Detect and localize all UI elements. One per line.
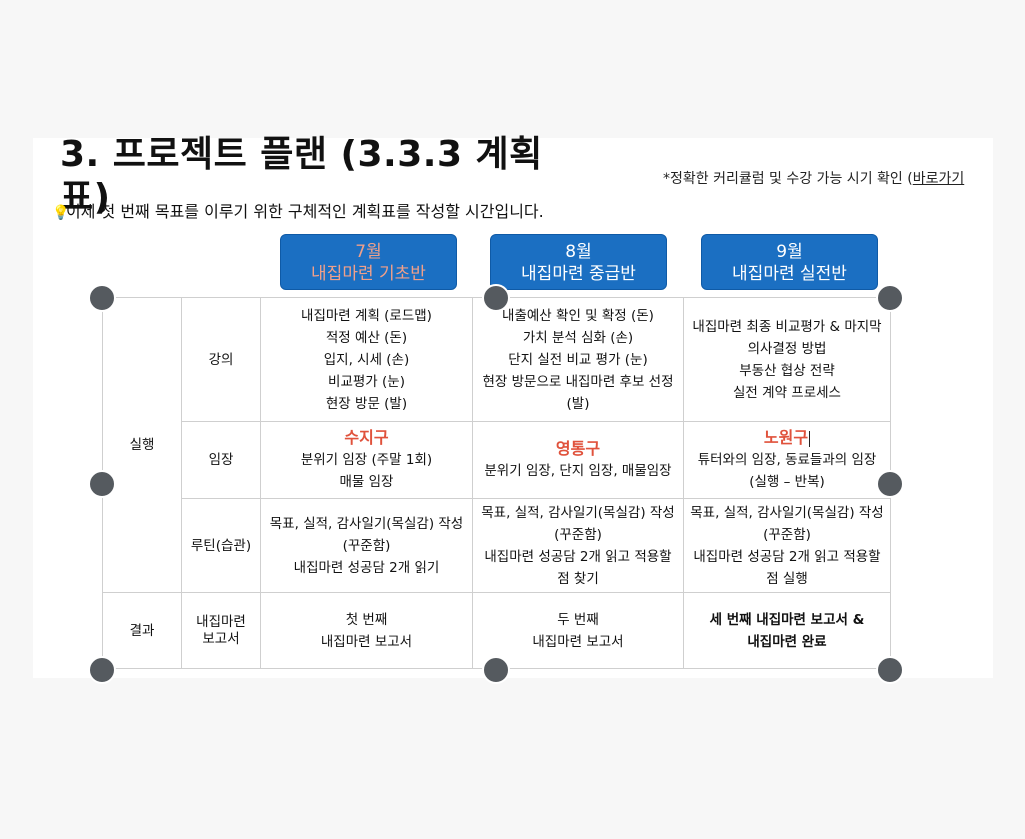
table-row: 실행 강의 내집마련 계획 (로드맵) 적정 예산 (돈) 입지, 시세 (손)… <box>102 297 891 593</box>
cell-line: 내출예산 확인 및 확정 (돈) <box>502 307 654 324</box>
cell-line: 목표, 실적, 감사일기(목실감) 작성 (꾸준함) <box>481 504 675 543</box>
shortcut-link[interactable]: 바로가기 <box>912 171 965 187</box>
table-row: 임장 수지구 분위기 임장 (주말 1회) 매물 임장 영통구 분위기 임장, … <box>103 421 891 499</box>
cell-line: 내집마련 계획 (로드맵) <box>301 307 432 324</box>
site-cell-september: 노원구 튜터와의 임장, 동료들과의 임장 (실행 – 반복) <box>683 421 891 499</box>
report-cell-september: 세 번째 내집마련 보고서 & 내집마련 완료 <box>683 592 891 669</box>
phase-name: 내집마련 실전반 <box>732 264 847 284</box>
site-cell-july: 수지구 분위기 임장 (주말 1회) 매물 임장 <box>260 421 473 499</box>
cell-line: 내집마련 최종 비교평가 & 마지막 의사결정 방법 <box>692 318 882 357</box>
region-label-with-cursor[interactable]: 노원구 <box>688 427 886 449</box>
resize-handle-bottom-left[interactable] <box>88 656 116 684</box>
routine-cell-july: 목표, 실적, 감사일기(목실감) 작성 (꾸준함) 내집마련 성공담 2개 읽… <box>260 498 473 593</box>
cell-line: 매물 임장 <box>339 474 394 490</box>
row-label-site: 임장 <box>181 421 261 499</box>
lightbulb-icon: 💡 <box>52 205 70 221</box>
report-cell-august: 두 번째 내집마련 보고서 <box>472 592 684 669</box>
region-label: 노원구 <box>763 428 809 447</box>
cell-line: 분위기 임장, 단지 임장, 매물임장 <box>484 463 672 479</box>
resize-handle-middle-right[interactable] <box>876 470 904 498</box>
intro-line: 💡이제 첫 번째 목표를 이루기 위한 구체적인 계획표를 작성할 시간입니다. <box>52 198 544 222</box>
cell-line: 현장 방문 (발) <box>325 395 408 412</box>
section-label-exec: 실행 <box>102 297 182 593</box>
intro-text: 이제 첫 번째 목표를 이루기 위한 구체적인 계획표를 작성할 시간입니다. <box>66 202 544 221</box>
cell-line: 내집마련 완료 <box>747 633 827 650</box>
cell-line: 비교평가 (눈) <box>328 373 405 390</box>
routine-cell-september: 목표, 실적, 감사일기(목실감) 작성 (꾸준함) 내집마련 성공담 2개 읽… <box>683 498 891 593</box>
resize-handle-middle-left[interactable] <box>88 470 116 498</box>
curriculum-note: *정확한 커리큘럼 및 수강 가능 시기 확인 (바로가기 <box>663 168 964 188</box>
table-row: 루틴(습관) 목표, 실적, 감사일기(목실감) 작성 (꾸준함) 내집마련 성… <box>103 498 891 593</box>
cell-line: 내집마련 성공담 2개 읽고 적용할 점 찾기 <box>484 548 672 587</box>
resize-handle-bottom-center[interactable] <box>482 656 510 684</box>
cell-line: 튜터와의 임장, 동료들과의 임장 <box>697 452 877 468</box>
cell-line: 현장 방문으로 내집마련 후보 선정 (발) <box>482 373 674 412</box>
lecture-cell-september: 내집마련 최종 비교평가 & 마지막 의사결정 방법 부동산 협상 전략 실전 … <box>683 297 891 422</box>
curriculum-note-text: *정확한 커리큘럼 및 수강 가능 시기 확인 ( <box>663 171 913 187</box>
region-label: 영통구 <box>555 439 601 458</box>
routine-cell-august: 목표, 실적, 감사일기(목실감) 작성 (꾸준함) 내집마련 성공담 2개 읽… <box>472 498 684 593</box>
resize-handle-top-left[interactable] <box>88 284 116 312</box>
site-cell-august: 영통구 분위기 임장, 단지 임장, 매물임장 <box>472 421 684 499</box>
lecture-cell-july: 내집마련 계획 (로드맵) 적정 예산 (돈) 입지, 시세 (손) 비교평가 … <box>260 297 473 422</box>
lecture-cell-august: 내출예산 확인 및 확정 (돈) 가치 분석 심화 (손) 단지 실전 비교 평… <box>472 297 684 422</box>
phase-month: 9월 <box>776 242 803 262</box>
phase-header-august[interactable]: 8월 내집마련 중급반 <box>490 234 667 290</box>
resize-handle-top-right[interactable] <box>876 284 904 312</box>
cell-line: 단지 실전 비교 평가 (눈) <box>508 351 648 368</box>
phase-name: 내집마련 기초반 <box>311 264 426 284</box>
cell-line: 내집마련 성공담 2개 읽고 적용할 점 실행 <box>693 548 881 587</box>
row-label-routine: 루틴(습관) <box>181 498 261 593</box>
cell-line: 부동산 협상 전략 <box>739 362 835 379</box>
region-label: 수지구 <box>344 428 389 447</box>
cell-line: 세 번째 내집마련 보고서 & <box>709 611 865 628</box>
cell-line: 분위기 임장 (주말 1회) <box>300 452 433 468</box>
cell-line: 실전 계약 프로세스 <box>733 384 841 401</box>
cell-line: 내집마련 보고서 <box>532 633 624 650</box>
cell-line: 내집마련 성공담 2개 읽기 <box>293 559 440 576</box>
plan-table[interactable]: 실행 강의 내집마련 계획 (로드맵) 적정 예산 (돈) 입지, 시세 (손)… <box>102 297 891 669</box>
cell-line: 내집마련 보고서 <box>320 633 413 650</box>
cell-line: 입지, 시세 (손) <box>323 351 410 368</box>
resize-handle-top-center[interactable] <box>482 284 510 312</box>
cell-line: (실행 – 반복) <box>749 474 825 490</box>
cell-line: 두 번째 <box>557 611 599 628</box>
cell-line: 첫 번째 <box>345 611 388 628</box>
section-label-result: 결과 <box>102 592 182 669</box>
resize-handle-bottom-right[interactable] <box>876 656 904 684</box>
text-cursor <box>809 430 811 447</box>
cell-line: 적정 예산 (돈) <box>325 329 408 346</box>
cell-line: 가치 분석 심화 (손) <box>522 329 634 346</box>
phase-header-september[interactable]: 9월 내집마련 실전반 <box>701 234 878 290</box>
report-cell-july: 첫 번째 내집마련 보고서 <box>260 592 473 669</box>
row-label-lecture: 강의 <box>181 297 261 422</box>
cell-line: 목표, 실적, 감사일기(목실감) 작성 (꾸준함) <box>269 515 464 554</box>
slide-title[interactable]: 3. 프로젝트 플랜 (3.3.3 계획표) <box>60 134 543 218</box>
row-label-report: 내집마련 보고서 <box>181 592 261 669</box>
table-row: 결과 내집마련 보고서 첫 번째 내집마련 보고서 두 번째 내집마련 보고서 … <box>102 592 891 669</box>
phase-name: 내집마련 중급반 <box>521 264 636 284</box>
cell-line: 목표, 실적, 감사일기(목실감) 작성 (꾸준함) <box>690 504 884 543</box>
phase-month: 8월 <box>565 242 592 262</box>
phase-header-july[interactable]: 7월 내집마련 기초반 <box>280 234 457 290</box>
phase-month: 7월 <box>355 242 382 262</box>
